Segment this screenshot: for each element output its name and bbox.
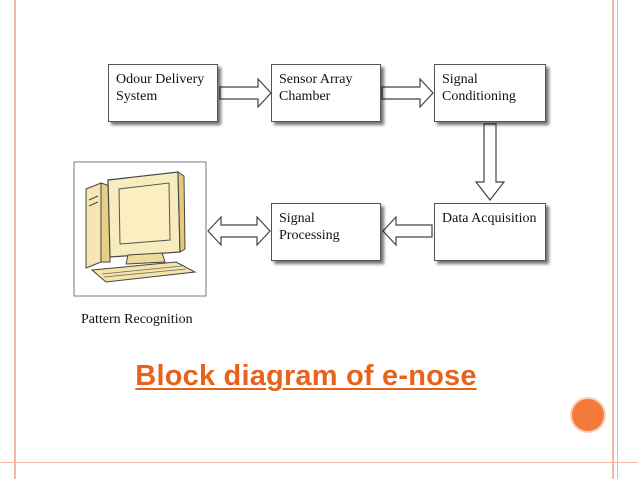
block-signal-processing: Signal Processing [271, 203, 381, 261]
block-data-acquisition: Data Acquisition [434, 203, 546, 261]
arrow-sensor-to-conditioning [381, 77, 434, 109]
arrow-processing-to-computer [207, 215, 271, 247]
block-sensor-array: Sensor Array Chamber [271, 64, 381, 122]
slide-frame-right [612, 0, 614, 479]
computer-icon [73, 161, 207, 297]
block-odour-delivery-label: Odour Delivery System [116, 72, 205, 104]
block-sensor-array-label: Sensor Array Chamber [279, 72, 353, 104]
slide-frame-bottom [0, 462, 638, 463]
arrow-conditioning-to-acquisition [474, 123, 506, 201]
block-signal-conditioning: Signal Conditioning [434, 64, 546, 122]
block-odour-delivery: Odour Delivery System [108, 64, 218, 122]
slide-frame-left [14, 0, 16, 479]
block-signal-processing-label: Signal Processing [279, 211, 340, 243]
slide-frame-right-inner [617, 0, 618, 479]
arrow-acquisition-to-processing [382, 215, 433, 247]
arrow-odour-to-sensor [219, 77, 272, 109]
slide-title: Block diagram of e-nose [135, 360, 477, 392]
decorative-circle [570, 397, 606, 433]
block-data-acquisition-label: Data Acquisition [442, 211, 537, 226]
block-signal-conditioning-label: Signal Conditioning [442, 72, 516, 104]
computer-caption: Pattern Recognition [81, 312, 193, 327]
